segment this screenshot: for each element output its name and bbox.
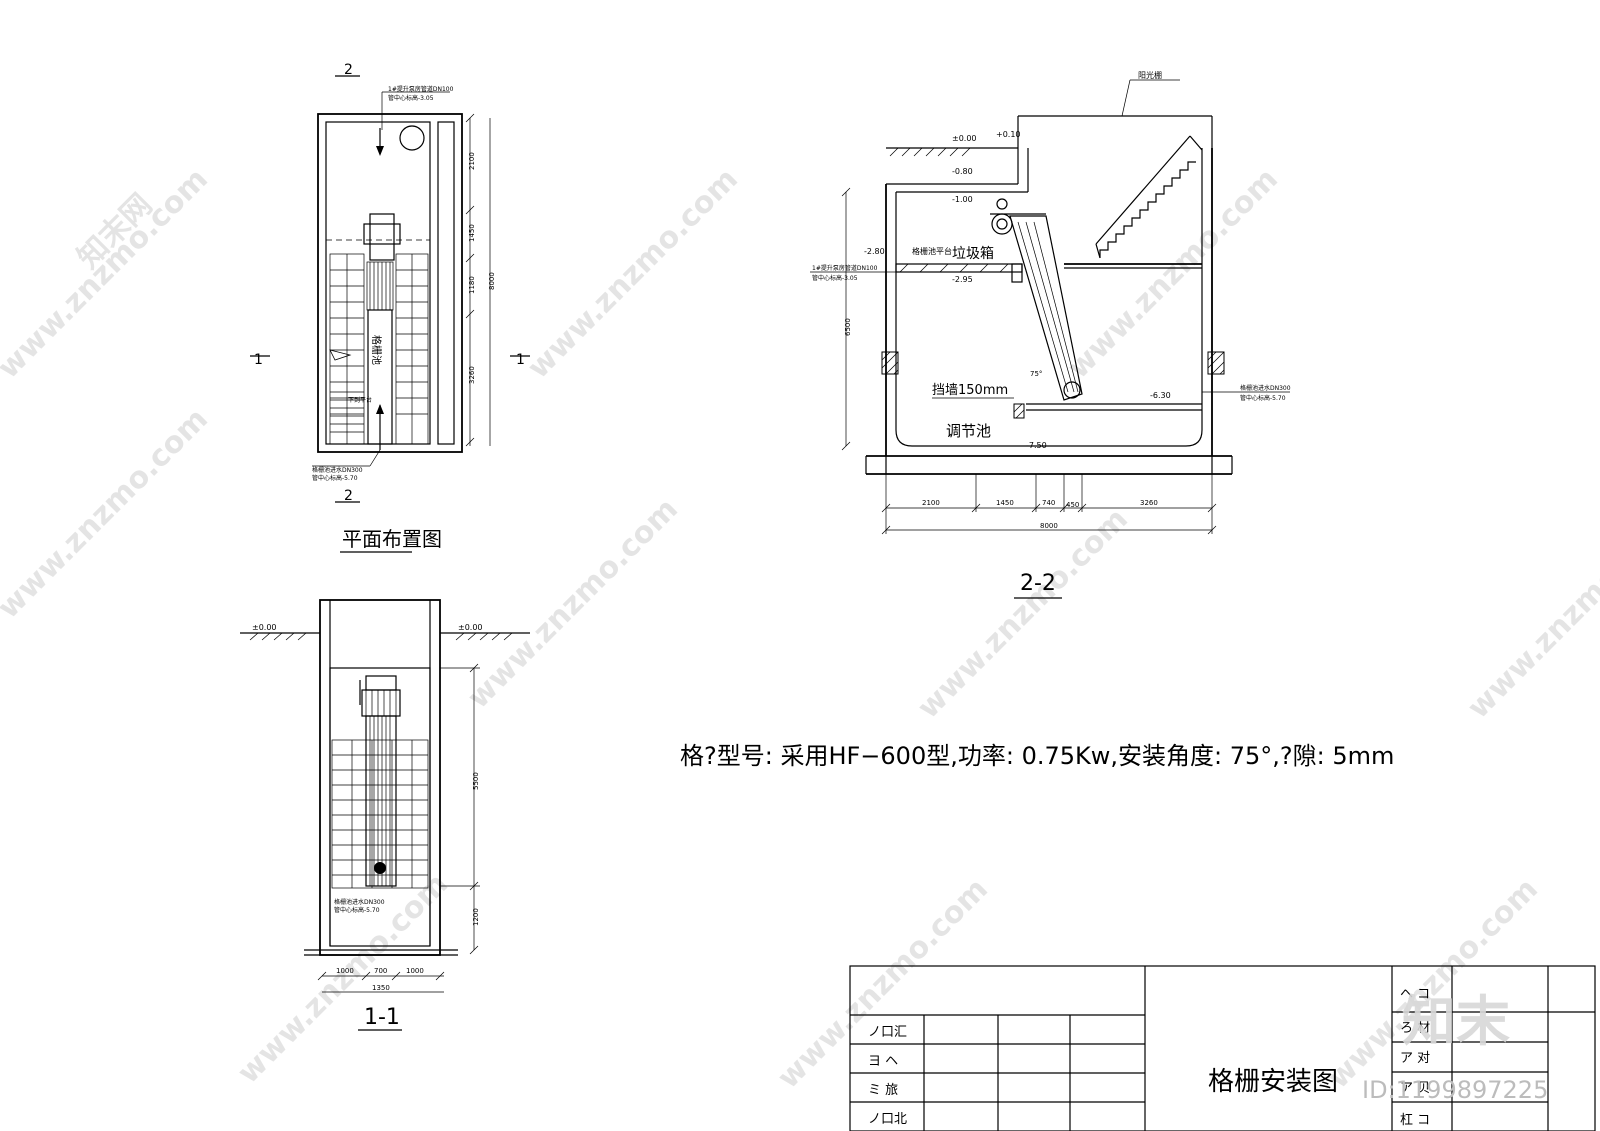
watermark-text: www.znzmo.com <box>521 162 745 386</box>
s11-elev-left: ±0.00 <box>252 623 277 632</box>
s11-dim-1: 1000 <box>336 967 354 975</box>
plan-brick-right <box>395 253 429 445</box>
tb-row-left-4: ノ口北 <box>868 1112 907 1127</box>
plan-dim-3: 1180 <box>468 276 476 294</box>
plan-section-mark-top: 2 <box>344 62 353 78</box>
plan-section-right: 1 <box>516 352 525 368</box>
s22-label-angle: 75° <box>1030 370 1042 378</box>
s22-dim-3: 740 <box>1042 499 1055 507</box>
tb-row-right-4: ア 贝 <box>1400 1081 1430 1096</box>
grating-bars <box>366 261 394 311</box>
watermark-layer: www.znzmo.com 知末网 www.znzmo.com www.znzm… <box>0 162 1600 1096</box>
title-block: ノ口汇 ヨ ヘ ミ 旅 ノ口北 ヘ コ ろ 材 ア 对 ア 贝 杠 コ 格栅安装… <box>849 965 1596 1131</box>
s11-dim-2: 700 <box>374 967 387 975</box>
s11-elev-right: ±0.00 <box>458 623 483 632</box>
watermark-text: www.znzmo.com <box>1321 872 1545 1096</box>
plan-view: 2 <box>250 62 530 553</box>
tb-drawing-title: 格栅安装图 <box>1208 1067 1338 1097</box>
watermark-text: www.znzmo.com <box>0 402 215 626</box>
s22-pipe-right-line2: 管中心标高-5.70 <box>1240 394 1286 402</box>
s22-title: 2-2 <box>1020 571 1056 596</box>
plan-dim-total: 8000 <box>488 272 496 290</box>
tb-row-right-5: 杠 コ <box>1400 1112 1430 1128</box>
s22-elev-080: -0.80 <box>952 167 973 176</box>
s22-elev-100: -1.00 <box>952 195 973 204</box>
section-1-1: ±0.00 ±0.00 格栅池进水DN300 管中心标高-5. <box>240 599 530 1031</box>
tb-row-left-3: ミ 旅 <box>868 1083 898 1098</box>
plan-dim-1: 2100 <box>468 152 476 170</box>
plan-dim-4: 3260 <box>468 366 476 384</box>
s22-dim-1: 2100 <box>922 499 940 507</box>
s22-elev-000: ±0.00 <box>952 134 977 143</box>
watermark-id: ID:1199897225 <box>1362 1076 1548 1104</box>
grating-machine <box>369 213 395 261</box>
plan-stair <box>330 391 364 433</box>
plan-label-stair: 下到平台 <box>348 396 372 404</box>
s22-elev-630: -6.30 <box>1150 391 1171 400</box>
watermark-text: www.znzmo.com <box>911 502 1135 726</box>
s11-pipe <box>374 862 386 874</box>
s22-elev-010: +0.10 <box>996 130 1021 139</box>
watermark-text: www.znzmo.com <box>1061 162 1285 386</box>
plan-pipe-top-line2: 管中心标高-3.05 <box>388 94 434 102</box>
tb-row-left-2: ヨ ヘ <box>868 1054 898 1069</box>
s22-dim-height: 6500 <box>844 318 852 336</box>
s22-dim-5: 3260 <box>1140 499 1158 507</box>
s11-dim-total: 1350 <box>372 984 390 992</box>
s11-dim-bottom: 1200 <box>472 908 480 926</box>
tb-row-right-1: ヘ コ <box>1400 987 1430 1002</box>
watermark-text: www.znzmo.com <box>1461 502 1600 726</box>
s11-pipe-line2: 管中心标高-5.70 <box>334 906 380 914</box>
tb-row-right-2: ろ 材 <box>1400 1021 1430 1036</box>
watermark-text: www.znzmo.com <box>461 492 685 716</box>
s22-elev-280: -2.80 <box>864 247 885 256</box>
plan-section-mark-bottom: 2 <box>344 488 353 504</box>
s22-label-sunroof: 阳光棚 <box>1138 70 1162 80</box>
watermark-logo: 知末 <box>1402 990 1510 1053</box>
tb-row-left-1: ノ口汇 <box>868 1025 907 1040</box>
plan-outer-wall <box>317 113 463 453</box>
s22-stairs <box>1099 161 1196 258</box>
s11-dim-height: 5500 <box>472 772 480 790</box>
s11-brick <box>331 739 429 889</box>
s22-elev-750: -7.50 <box>1026 441 1047 450</box>
spec-note: 格?型号: 采用HF−600型,功率: 0.75Kw,安装角度: 75°,?隙:… <box>680 742 1394 770</box>
s22-label-wall: 挡墙150mm <box>932 383 1008 398</box>
plan-label-pool: 格栅池 <box>370 335 383 365</box>
section-2-2: 阳光棚 ±0.00 +0.10 -0.80 -1.00 格栅 <box>810 70 1291 599</box>
s11-pipe-line1: 格栅池进水DN300 <box>334 898 385 906</box>
s22-pipe-left-line2: 管中心标高-3.05 <box>812 274 858 282</box>
s11-dim-3: 1000 <box>406 967 424 975</box>
s22-label-platform: 格栅池平台 <box>912 246 952 256</box>
s22-dim-total: 8000 <box>1040 522 1058 530</box>
s22-pipe-left-line1: 1#提升泵房管道DN100 <box>812 264 878 272</box>
s22-pipe-right-line1: 格栅池进水DN300 <box>1240 384 1291 392</box>
plan-brick-left <box>329 253 365 445</box>
s22-platform <box>895 263 1023 273</box>
s11-title: 1-1 <box>364 1005 400 1030</box>
watermark-text: www.znzmo.com <box>0 162 215 386</box>
pipe-circle <box>399 125 425 151</box>
plan-pipe-bottom-line2: 管中心标高-5.70 <box>312 474 358 482</box>
s22-label-pool: 调节池 <box>946 422 991 440</box>
plan-section-left: 1 <box>254 352 263 368</box>
s22-grating-machine <box>1009 215 1083 401</box>
plan-pipe-bottom-line1: 格栅池进水DN300 <box>312 466 363 474</box>
s22-dim-4: 450 <box>1066 501 1079 509</box>
plan-title: 平面布置图 <box>342 527 442 551</box>
s22-label-bin: 垃圾箱 <box>952 246 994 262</box>
plan-dim-2: 1450 <box>468 224 476 242</box>
s22-elev-295: -2.95 <box>952 275 973 284</box>
plan-pipe-top-line1: 1#提升泵房管道DN100 <box>388 85 454 93</box>
tb-row-right-3: ア 对 <box>1400 1051 1430 1066</box>
s11-grating <box>369 716 391 886</box>
s22-motor <box>991 213 1013 235</box>
s22-dim-2: 1450 <box>996 499 1014 507</box>
